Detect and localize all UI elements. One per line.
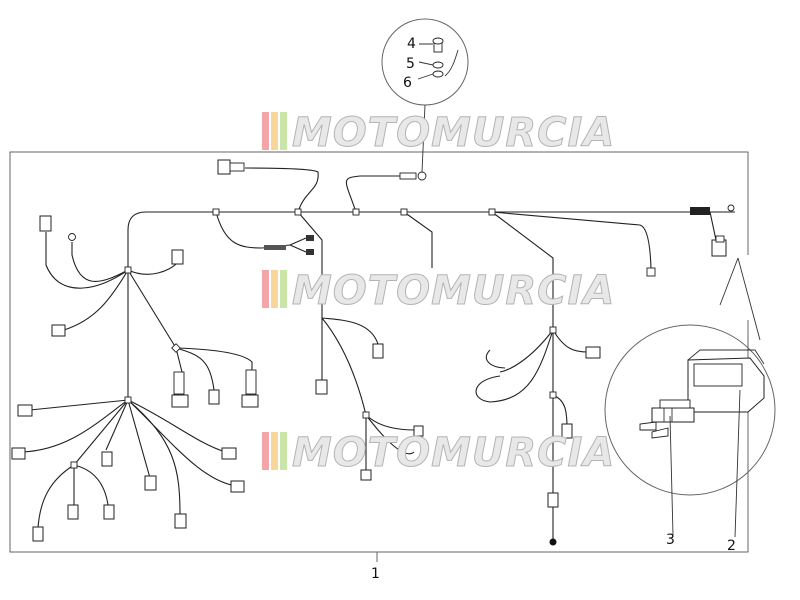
- watermark-2: MOTOMURCIA: [262, 268, 615, 315]
- harness-wiring: [21, 167, 735, 540]
- callout-label-5: 5: [406, 56, 415, 72]
- harness-frame: [9, 151, 749, 553]
- watermark-1: MOTOMURCIA: [262, 110, 615, 157]
- watermark-text: MOTOMURCIA: [292, 110, 615, 156]
- callout-label-2: 2: [727, 538, 736, 554]
- connectors: [11, 159, 735, 542]
- callout-label-3: 3: [666, 532, 675, 548]
- watermark-text: MOTOMURCIA: [292, 268, 615, 314]
- callout-label-4: 4: [407, 36, 416, 52]
- detail-bolt-circle: [381, 18, 469, 173]
- callout-label-1: 1: [371, 566, 380, 582]
- detail-fuse-circle: [604, 257, 776, 538]
- callout-label-6: 6: [403, 75, 412, 91]
- watermark-text: MOTOMURCIA: [292, 430, 615, 476]
- junction-nodes: [70, 208, 557, 546]
- watermark-3: MOTOMURCIA: [262, 430, 615, 477]
